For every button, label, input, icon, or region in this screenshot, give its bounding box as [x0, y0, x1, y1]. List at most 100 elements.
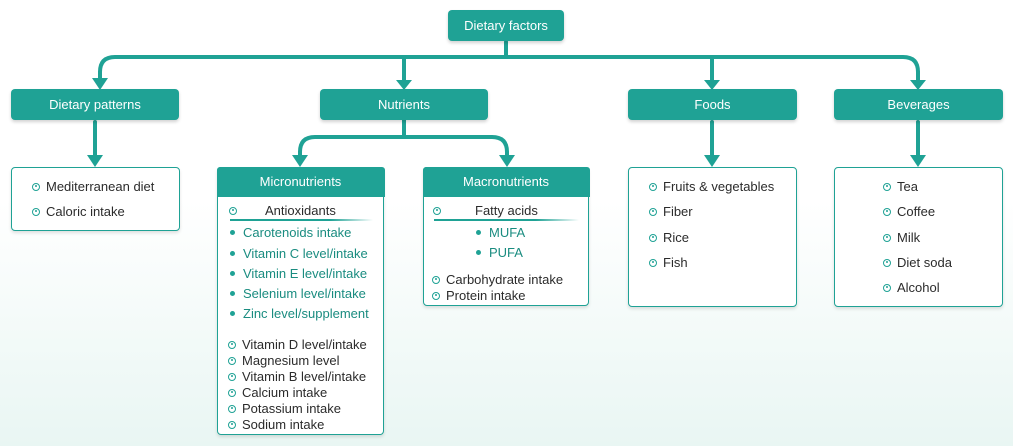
list-item: Carotenoids intake [230, 225, 351, 240]
list-item: Tea [883, 179, 918, 194]
list-item: Fruits & vegetables [649, 179, 774, 194]
item-label: Caloric intake [46, 204, 125, 219]
list-item: Zinc level/supplement [230, 306, 369, 321]
arrowhead-bev-list [910, 155, 926, 167]
category-label: Dietary patterns [49, 97, 141, 112]
item-label: PUFA [489, 245, 523, 260]
bullet-icon [228, 420, 236, 429]
root-node-dietary-factors: Dietary factors [448, 10, 564, 41]
item-label: Fiber [663, 204, 693, 219]
bullet-icon [649, 207, 657, 216]
item-label: Fruits & vegetables [663, 179, 775, 194]
bullet-icon [433, 206, 441, 215]
bullet-icon [230, 251, 235, 256]
item-label: Fatty acids [475, 203, 538, 218]
bullet-icon [883, 233, 891, 242]
list-item: Mediterranean diet [32, 179, 154, 194]
item-label: Carbohydrate intake [446, 272, 564, 287]
bullet-icon [649, 182, 657, 191]
list-item: Vitamin C level/intake [230, 246, 368, 261]
bullet-icon [228, 388, 236, 397]
bullet-icon [228, 372, 236, 381]
item-label: Calcium intake [242, 385, 328, 400]
list-item: Vitamin B level/intake [228, 369, 366, 384]
micronutrients-label: Micronutrients [259, 174, 342, 189]
item-label: Sodium intake [242, 417, 325, 432]
list-item: Caloric intake [32, 204, 125, 219]
bullet-icon [432, 291, 440, 300]
fatty-acids-divider [434, 219, 579, 221]
bullet-icon [230, 291, 235, 296]
macronutrients-header: Macronutrients [422, 166, 590, 197]
bullet-icon [432, 275, 440, 284]
bullet-icon [883, 182, 891, 191]
item-label: Coffee [897, 204, 936, 219]
arrowhead-micro [292, 155, 308, 167]
list-item: MUFA [476, 225, 525, 240]
item-label: Selenium level/intake [243, 286, 366, 301]
arrowhead-foods-list [704, 155, 720, 167]
list-item: Rice [649, 230, 689, 245]
bullet-icon [228, 340, 236, 349]
bullet-icon [649, 233, 657, 242]
bullet-icon [230, 311, 235, 316]
dietary-patterns-list: Mediterranean diet Caloric intake [11, 167, 180, 231]
bullet-icon [32, 182, 40, 191]
item-label: Tea [897, 179, 918, 194]
fatty-acids-heading: Fatty acids [433, 203, 538, 218]
item-label: MUFA [489, 225, 526, 240]
category-dietary-patterns: Dietary patterns [11, 89, 179, 120]
list-item: Protein intake [432, 288, 526, 303]
list-item: Potassium intake [228, 401, 341, 416]
list-item: PUFA [476, 245, 523, 260]
item-label: Fish [663, 255, 688, 270]
list-item: Milk [883, 230, 920, 245]
category-foods: Foods [628, 89, 797, 120]
list-item: Vitamin E level/intake [230, 266, 367, 281]
bullet-icon [883, 258, 891, 267]
antioxidants-heading: Antioxidants [229, 203, 336, 218]
category-nutrients: Nutrients [320, 89, 488, 120]
list-item: Alcohol [883, 280, 940, 295]
list-item: Selenium level/intake [230, 286, 366, 301]
list-item: Fiber [649, 204, 693, 219]
foods-list: Fruits & vegetables Fiber Rice Fish [628, 167, 797, 307]
bullet-icon [32, 207, 40, 216]
bullet-icon [228, 356, 236, 365]
category-beverages: Beverages [834, 89, 1003, 120]
list-item: Fish [649, 255, 688, 270]
item-label: Protein intake [446, 288, 526, 303]
bullet-icon [228, 404, 236, 413]
list-item: Diet soda [883, 255, 952, 270]
connector-root-bus [98, 55, 920, 74]
category-label: Beverages [887, 97, 950, 112]
item-label: Zinc level/supplement [243, 306, 369, 321]
item-label: Rice [663, 230, 690, 245]
item-label: Vitamin B level/intake [242, 369, 367, 384]
list-item: Sodium intake [228, 417, 324, 432]
category-label: Nutrients [377, 97, 431, 112]
root-label: Dietary factors [464, 18, 548, 33]
list-item: Vitamin D level/intake [228, 337, 367, 352]
list-item: Magnesium level [228, 353, 340, 368]
list-item: Calcium intake [228, 385, 327, 400]
category-label: Foods [694, 97, 731, 112]
item-label: Milk [897, 230, 921, 245]
macronutrients-box: Macronutrients Fatty acids MUFA PUFA Car… [422, 166, 590, 306]
item-label: Potassium intake [242, 401, 341, 416]
item-label: Vitamin C level/intake [243, 246, 368, 261]
item-label: Antioxidants [265, 203, 336, 218]
list-item: Coffee [883, 204, 935, 219]
bullet-icon [649, 258, 657, 267]
bullet-icon [883, 207, 891, 216]
macronutrients-label: Macronutrients [463, 174, 549, 189]
arrowhead-macro [499, 155, 515, 167]
bullet-icon [476, 250, 481, 255]
micronutrients-box: Micronutrients Antioxidants Carotenoids … [216, 166, 385, 435]
arrowhead-dp-list [87, 155, 103, 167]
bullet-icon [476, 230, 481, 235]
item-label: Alcohol [897, 280, 940, 295]
antioxidants-divider [230, 219, 373, 221]
item-label: Mediterranean diet [46, 179, 155, 194]
item-label: Vitamin D level/intake [242, 337, 367, 352]
